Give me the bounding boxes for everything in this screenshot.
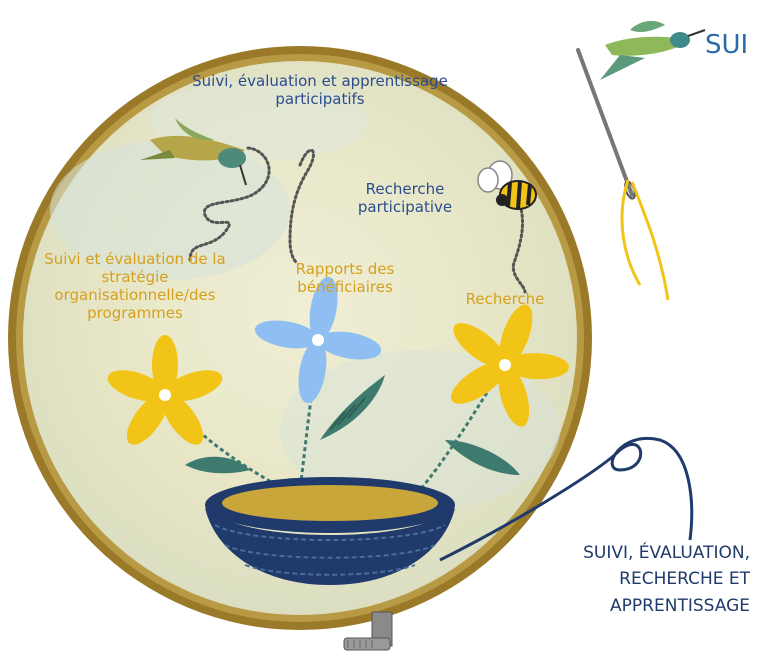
label-recherche-participative: Recherche participative	[335, 180, 475, 216]
label-corner-caption: SUIVI, ÉVALUATION, RECHERCHE ET APPRENTI…	[540, 540, 750, 619]
label-rapports-beneficiaires: Rapports des bénéficiaires	[270, 260, 420, 296]
label-suivi-strategie: Suivi et évaluation de la stratégie orga…	[20, 250, 250, 322]
label-recherche: Recherche	[440, 290, 570, 308]
title-sui: SUI	[705, 30, 748, 61]
hummingbird-logo	[600, 21, 705, 80]
needle	[578, 50, 668, 300]
label-pmer-participatif: Suivi, évaluation et apprentissage parti…	[180, 72, 460, 108]
